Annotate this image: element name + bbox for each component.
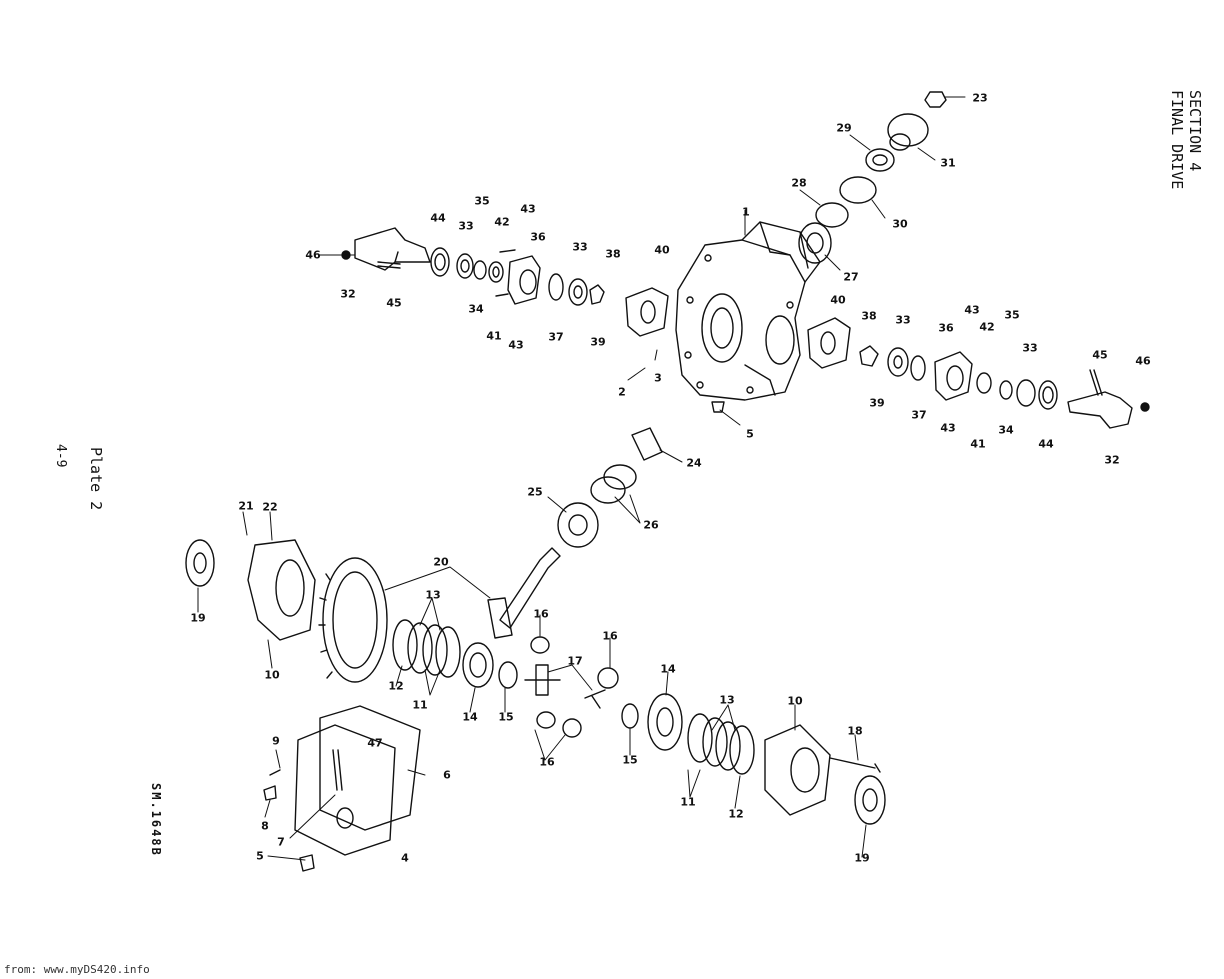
- callout-46a: 46: [305, 248, 321, 262]
- drawing-code: SM.1648B: [149, 783, 163, 857]
- callout-33a: 33: [458, 219, 474, 233]
- differential-case-left: [185, 539, 316, 641]
- callout-35b: 35: [1004, 308, 1020, 322]
- callout-5a: 5: [746, 427, 754, 441]
- callout-44a: 44: [430, 211, 446, 225]
- callout-14a: 14: [462, 710, 478, 724]
- callout-41b: 41: [970, 437, 986, 451]
- callout-15a: 15: [498, 710, 514, 724]
- callout-39b: 39: [869, 396, 885, 410]
- plate-title: Plate 2: [87, 447, 105, 511]
- callout-12a: 12: [388, 679, 404, 693]
- callout-2: 2: [618, 385, 626, 399]
- callout-37b: 37: [911, 408, 927, 422]
- section-title: FINAL DRIVE: [1168, 90, 1186, 190]
- final-drive-housing: [675, 221, 821, 413]
- pinion-flange-group: [798, 91, 947, 264]
- callout-16a: 16: [533, 607, 549, 621]
- callout-5b: 5: [256, 849, 264, 863]
- callout-19b: 19: [854, 851, 870, 865]
- callout-13a: 13: [425, 588, 441, 602]
- callout-33c: 33: [895, 313, 911, 327]
- callout-4: 4: [401, 851, 409, 865]
- callout-16b: 16: [602, 629, 618, 643]
- callout-9: 9: [272, 734, 280, 748]
- rear-cover-and-gasket: [263, 705, 421, 872]
- clutch-plates-left: [392, 619, 518, 689]
- callout-32b: 32: [1104, 453, 1120, 467]
- watermark: from: www.myDS420.info: [4, 963, 150, 976]
- callout-11a: 11: [412, 698, 428, 712]
- left-output-shaft-group: [341, 227, 669, 337]
- differential-gears: [524, 636, 639, 738]
- callout-47: 47: [367, 736, 383, 750]
- callout-16c: 16: [539, 755, 555, 769]
- callout-43c: 43: [964, 303, 980, 317]
- callout-30: 30: [892, 217, 908, 231]
- callout-31: 31: [940, 156, 956, 170]
- callout-12b: 12: [728, 807, 744, 821]
- crown-wheel-and-pinion: [318, 547, 561, 683]
- callout-7: 7: [277, 835, 285, 849]
- callout-37a: 37: [548, 330, 564, 344]
- callout-44b: 44: [1038, 437, 1054, 451]
- leader-lines: [197, 96, 966, 861]
- callout-29: 29: [836, 121, 852, 135]
- callout-42a: 42: [494, 215, 510, 229]
- callout-21: 21: [238, 499, 254, 513]
- callout-38a: 38: [605, 247, 621, 261]
- right-output-shaft-group: [807, 317, 1150, 429]
- callout-13b: 13: [719, 693, 735, 707]
- callout-11b: 11: [680, 795, 696, 809]
- callout-42b: 42: [979, 320, 995, 334]
- callout-19a: 19: [190, 611, 206, 625]
- callout-25: 25: [527, 485, 543, 499]
- callout-18: 18: [847, 724, 863, 738]
- callout-36b: 36: [938, 321, 954, 335]
- callout-23: 23: [972, 91, 988, 105]
- callout-27: 27: [843, 270, 859, 284]
- callout-26: 26: [643, 518, 659, 532]
- callout-33d: 33: [1022, 341, 1038, 355]
- callout-43a: 43: [520, 202, 536, 216]
- callout-15b: 15: [622, 753, 638, 767]
- callout-22: 22: [262, 500, 278, 514]
- callout-17: 17: [567, 654, 583, 668]
- callout-40b: 40: [830, 293, 846, 307]
- callout-6: 6: [443, 768, 451, 782]
- page-number: 4-9: [53, 444, 68, 468]
- callout-36a: 36: [530, 230, 546, 244]
- callout-43b: 43: [508, 338, 524, 352]
- callout-28: 28: [791, 176, 807, 190]
- differential-case-right: [647, 693, 886, 825]
- callout-43d: 43: [940, 421, 956, 435]
- callout-40a: 40: [654, 243, 670, 257]
- callout-34b: 34: [998, 423, 1014, 437]
- callout-14b: 14: [660, 662, 676, 676]
- callout-35a: 35: [474, 194, 490, 208]
- callout-10a: 10: [264, 668, 280, 682]
- callout-1: 1: [742, 205, 750, 219]
- callout-41a: 41: [486, 329, 502, 343]
- callout-3: 3: [654, 371, 662, 385]
- callout-8: 8: [261, 819, 269, 833]
- callout-24: 24: [686, 456, 702, 470]
- callout-45a: 45: [386, 296, 402, 310]
- callout-38b: 38: [861, 309, 877, 323]
- section-heading: SECTION 4: [1186, 90, 1204, 172]
- callout-39a: 39: [590, 335, 606, 349]
- callout-10b: 10: [787, 694, 803, 708]
- callout-33b: 33: [572, 240, 588, 254]
- callout-20: 20: [433, 555, 449, 569]
- pinion-bearing-group: [557, 427, 663, 548]
- callout-45b: 45: [1092, 348, 1108, 362]
- callout-46b: 46: [1135, 354, 1151, 368]
- callout-34a: 34: [468, 302, 484, 316]
- callout-32a: 32: [340, 287, 356, 301]
